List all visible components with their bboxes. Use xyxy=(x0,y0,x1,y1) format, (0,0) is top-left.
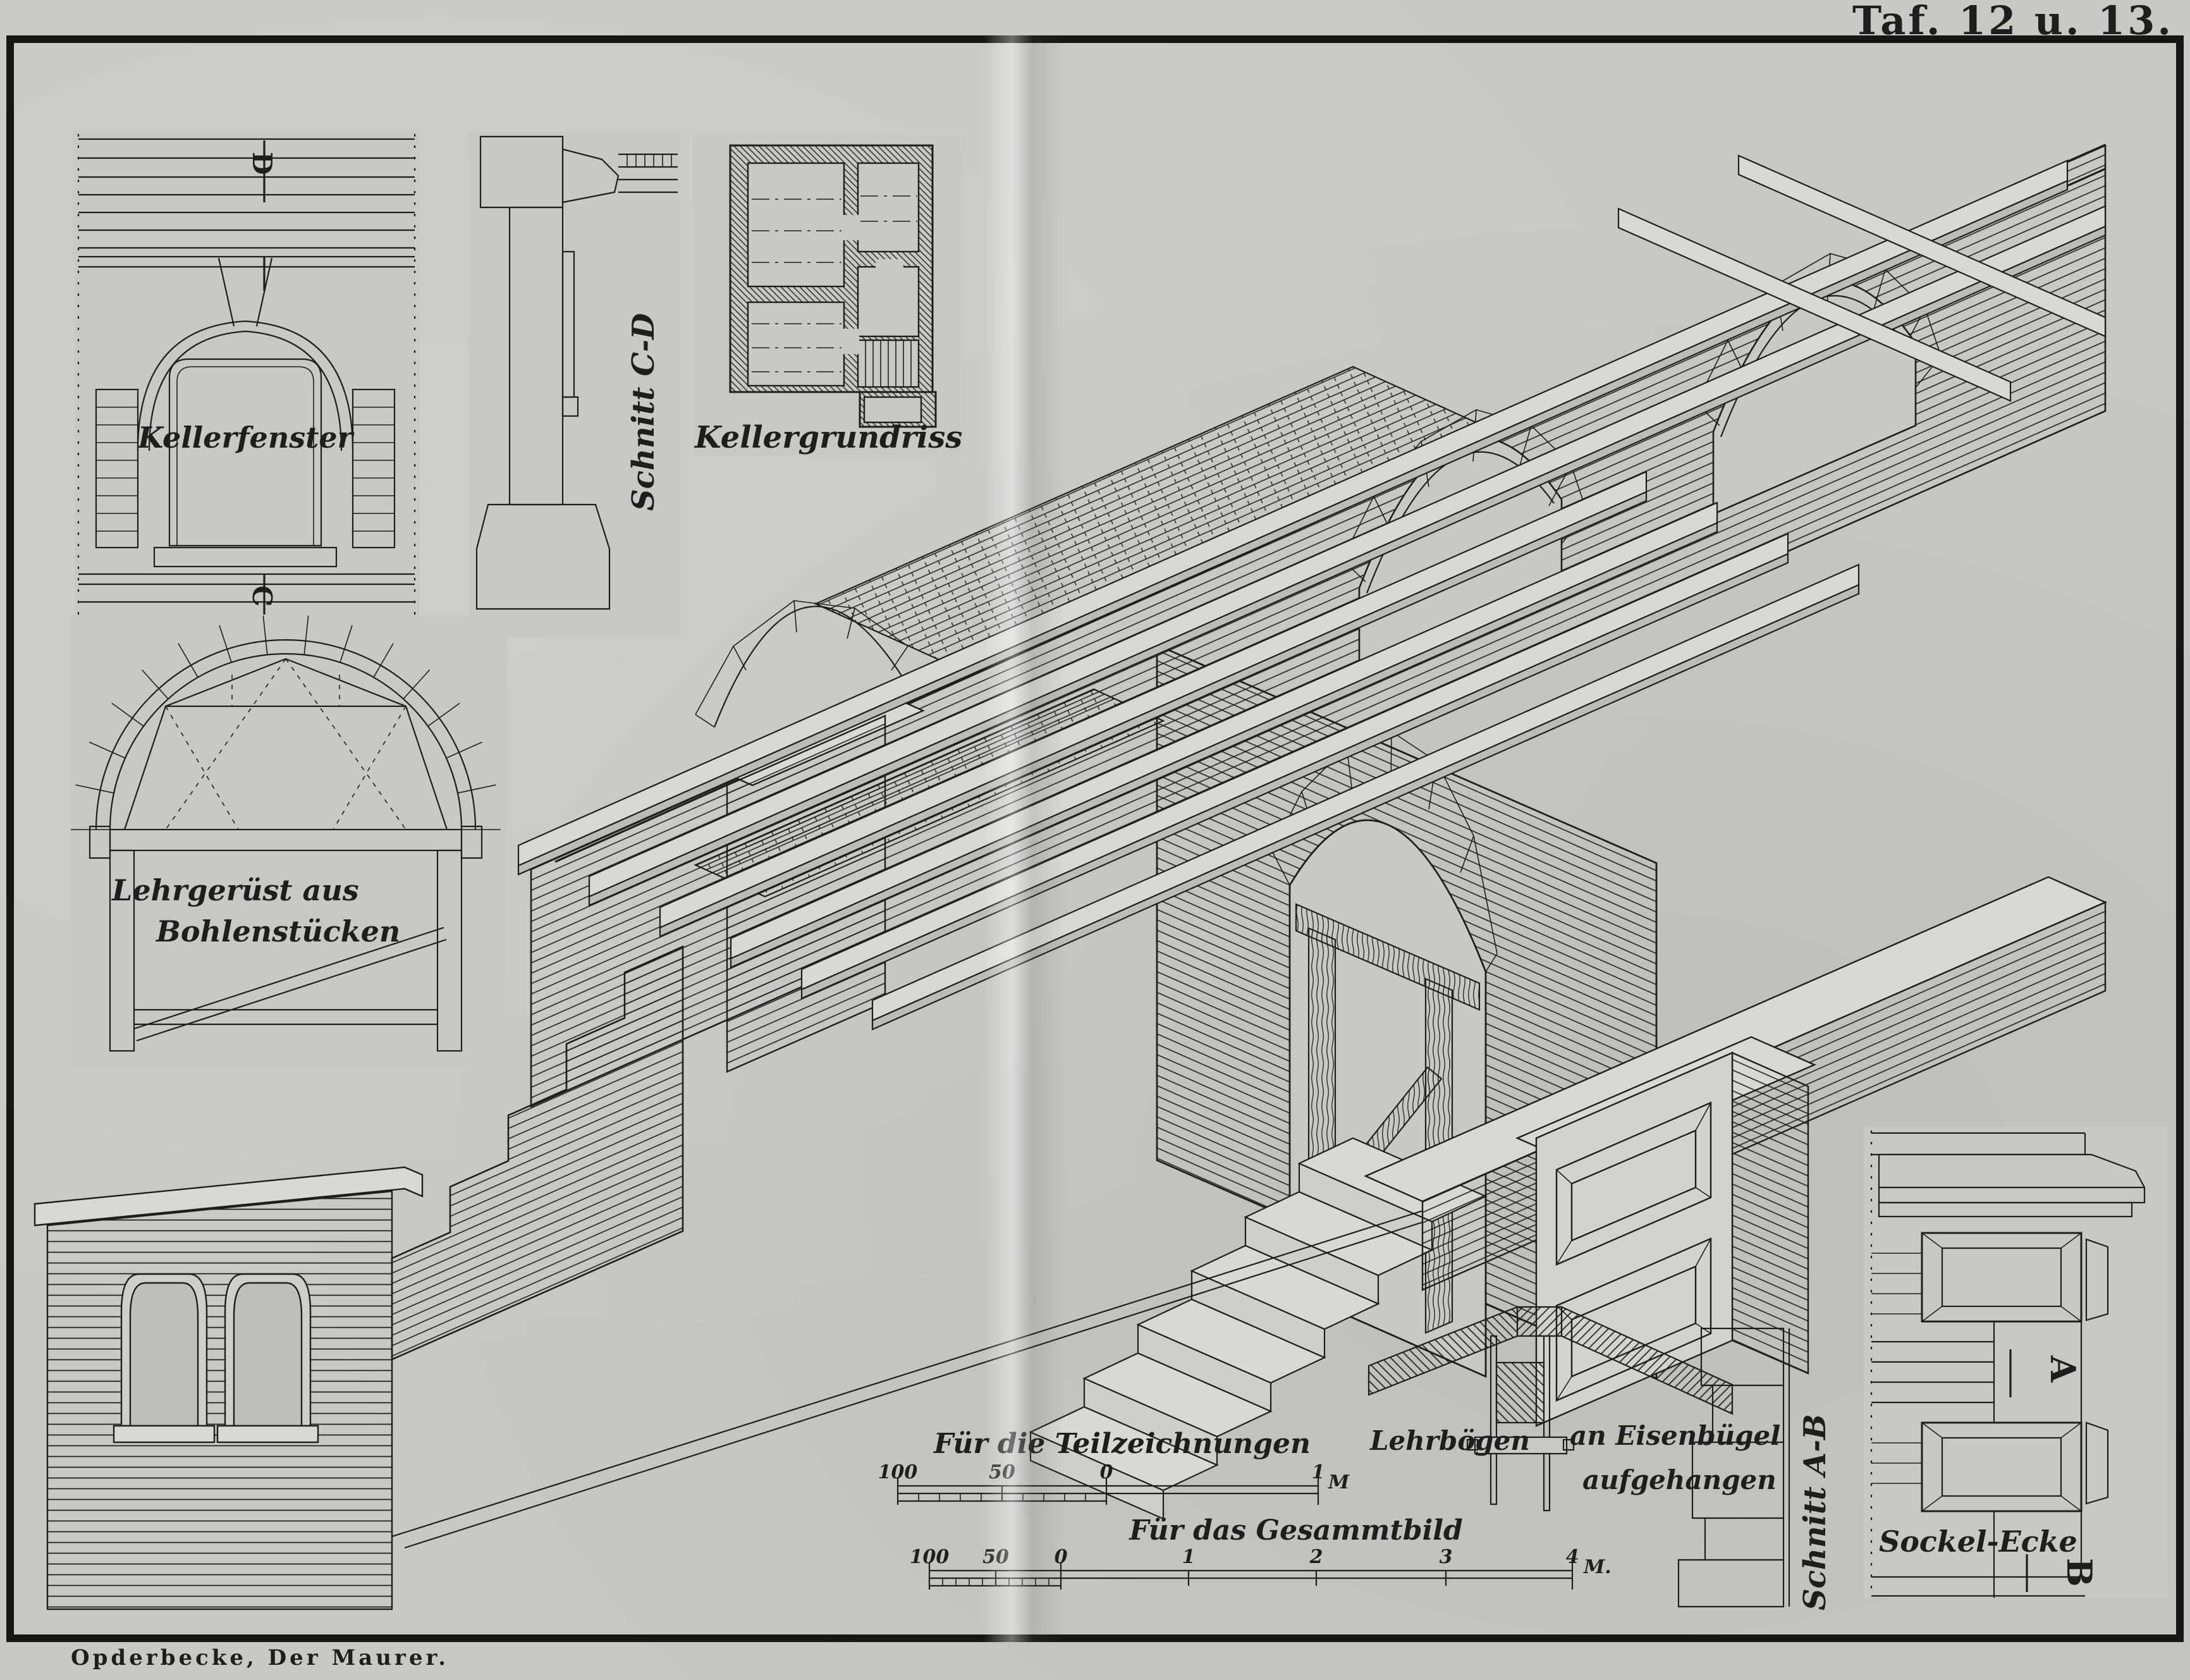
lehrgeruest-label-line1: Lehrgerüst aus xyxy=(111,873,359,907)
bossed-panel xyxy=(1555,1101,1712,1266)
ceiling-beams xyxy=(517,154,2107,1031)
kellerfenster-label: Kellerfenster xyxy=(137,420,355,455)
sockel-ecke-drawing: A Sockel-Ecke B xyxy=(1864,1127,2167,1598)
scale-tick: 1 xyxy=(1182,1546,1196,1568)
section-mark-d: D xyxy=(247,152,278,175)
detail-scale-title: Für die Teilzeichnungen xyxy=(933,1428,1311,1460)
cellar-window-opening xyxy=(216,1273,319,1444)
lehrboegen-drawing: Lehrbögen an Eisenbügel aufgehangen xyxy=(1367,1306,1780,1512)
floor-plan xyxy=(729,144,937,428)
attribution: Opderbecke, Der Maurer. xyxy=(71,1645,450,1671)
plan-stairs xyxy=(857,339,920,388)
scale-tick: 50 xyxy=(989,1461,1015,1483)
iron-stirrup xyxy=(1466,1335,1575,1512)
detail-scale-bar: Für die Teilzeichnungen 100 50 0 1 M xyxy=(878,1428,1350,1505)
scale-tick: 0 xyxy=(1100,1461,1113,1483)
section-mark-c: C xyxy=(247,586,278,606)
schnitt-cd-label: Schnitt C-D xyxy=(626,313,661,511)
kellerfenster-drawing: D Kellerfenster C xyxy=(75,132,419,634)
overall-scale-bar: Für das Gesammtbild 100 50 0 1 2 3 4 M. xyxy=(910,1514,1612,1590)
plank-centering xyxy=(89,658,483,1052)
lehrgeruest-drawing: Lehrgerüst aus Bohlenstücken xyxy=(71,615,507,1067)
arch-ring xyxy=(95,639,477,830)
overall-scale-title: Für das Gesammtbild xyxy=(1128,1514,1463,1547)
bossed-pier xyxy=(1515,1036,1817,1427)
scale-tick: 50 xyxy=(982,1546,1009,1568)
lehrgeruest-label-line2: Bohlenstücken xyxy=(155,914,400,948)
vault-slopes xyxy=(1367,1306,1734,1415)
lehrboegen-label-part1: Lehrbögen xyxy=(1369,1425,1530,1456)
scale-tick: 1 xyxy=(1312,1461,1325,1483)
scale-tick: 0 xyxy=(1055,1546,1068,1568)
lehrboegen-label-part2: an Eisenbügel xyxy=(1570,1420,1780,1451)
front-wall-with-windows xyxy=(34,1166,424,1610)
corner-mark-b: B xyxy=(2059,1558,2100,1587)
joist-direction-lines xyxy=(752,195,917,372)
scale-bars: Für die Teilzeichnungen 100 50 0 1 M Für… xyxy=(878,1428,1612,1590)
plate-title: Taf. 12 u. 13. xyxy=(1852,0,2174,44)
schnitt-ab-label: Schnitt A-B xyxy=(1797,1414,1833,1610)
kellergrundriss-label: Kellergrundriss xyxy=(694,420,962,455)
side-jamb xyxy=(352,388,396,549)
scale-unit: M. xyxy=(1583,1556,1612,1578)
bossed-block xyxy=(1921,1232,2109,1323)
lehrboegen-label-part3: aufgehangen xyxy=(1582,1464,1777,1495)
corner-mark-a: A xyxy=(2043,1355,2083,1383)
schnitt-cd-drawing: Schnitt C-D xyxy=(469,132,681,637)
kellergrundriss-drawing: Kellergrundriss xyxy=(692,134,964,457)
scale-tick: 4 xyxy=(1566,1546,1579,1568)
schnitt-ab-drawing: Schnitt A-B xyxy=(1677,1327,1833,1610)
sockel-ecke-label: Sockel-Ecke xyxy=(1879,1524,2077,1559)
side-jamb xyxy=(95,388,139,549)
scale-tick: 2 xyxy=(1309,1546,1323,1568)
cellar-window-opening xyxy=(113,1273,216,1444)
scale-unit: M xyxy=(1328,1471,1350,1493)
bossed-block xyxy=(1921,1421,2109,1512)
window-arch xyxy=(137,257,354,451)
scale-tick: 3 xyxy=(1440,1546,1453,1568)
